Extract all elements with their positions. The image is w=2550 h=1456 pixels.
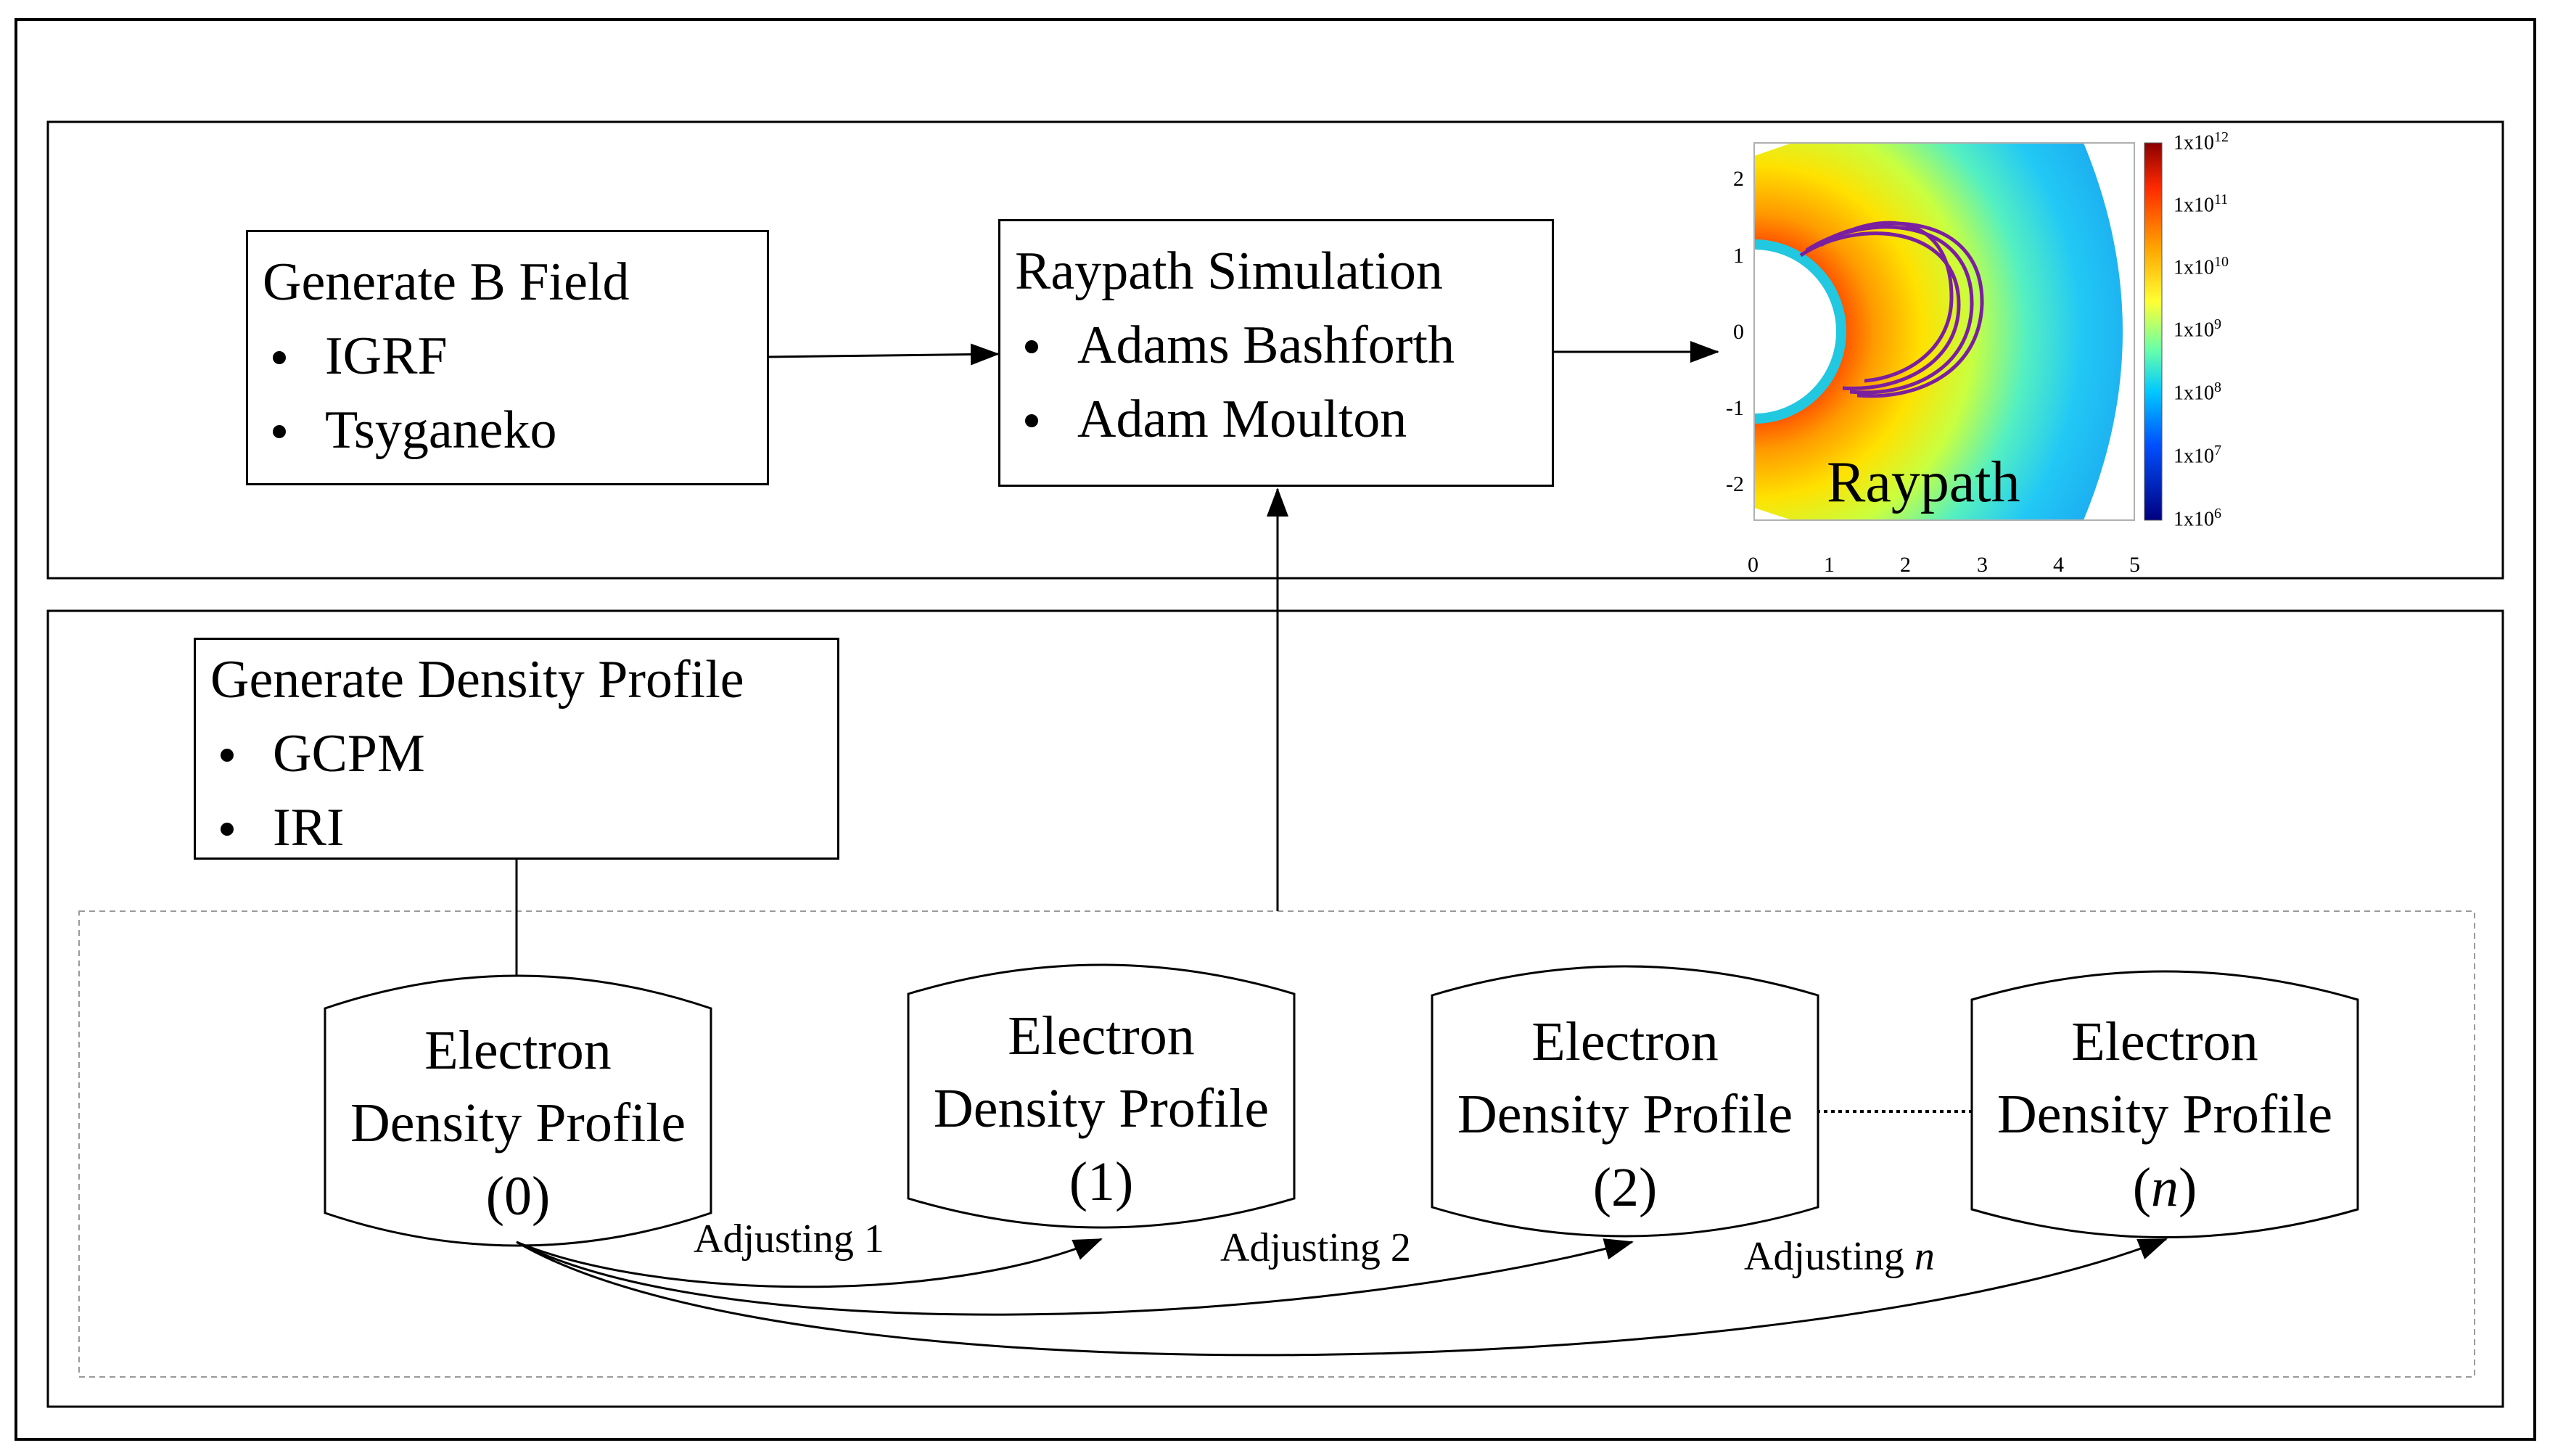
colorbar: [2144, 142, 2163, 521]
density-item-gcpm: GCPM: [210, 717, 837, 791]
profile-n-index-close: ): [2179, 1156, 2197, 1218]
cbar-tick-8-exp: 8: [2214, 379, 2221, 395]
y-tick-neg1: -1: [1726, 396, 1744, 420]
density-panel: [46, 609, 2504, 1408]
adjusting-2-text: Adjusting: [1220, 1225, 1381, 1270]
profile-0-index-close: ): [532, 1165, 551, 1227]
cbar-tick-8-base: 1x10: [2173, 382, 2214, 405]
adjusting-1-label: Adjusting 1: [694, 1216, 884, 1262]
cbar-tick-9-base: 1x10: [2173, 318, 2214, 342]
bfield-item-tsyganeko: Tsyganeko: [263, 393, 767, 467]
cylinder-profile-0: [324, 974, 712, 1247]
raypath-sim-item-adams-bashforth: Adams Bashforth: [1015, 308, 1552, 382]
profile-1-line2: Density Profile: [933, 1078, 1270, 1140]
x-tick-4: 4: [2053, 553, 2064, 577]
generate-b-field-box: Generate B Field IGRF Tsyganeko: [246, 230, 769, 485]
profile-0-label: Electron Density Profile (0): [325, 1014, 711, 1233]
raypath-simulation-box: Raypath Simulation Adams Bashforth Adam …: [998, 219, 1554, 487]
adjusting-n-num: n: [1914, 1234, 1935, 1279]
profile-0-index-value: 0: [504, 1165, 532, 1227]
profile-2-line2: Density Profile: [1457, 1084, 1793, 1146]
cbar-tick-8: 1x108: [2173, 379, 2221, 405]
profile-2-index-open: (: [1592, 1156, 1611, 1218]
cbar-tick-11: 1x1011: [2173, 192, 2228, 217]
curve-adjusting-2: [516, 1238, 1634, 1316]
profile-1-line1: Electron: [1008, 1005, 1195, 1066]
cbar-tick-12-exp: 12: [2214, 129, 2229, 145]
curve-adjusting-1: [516, 1238, 1103, 1288]
profile-0-index-open: (: [485, 1165, 504, 1227]
profile-n-label: Electron Density Profile (n): [1972, 1005, 2358, 1224]
cbar-tick-10-base: 1x10: [2173, 256, 2214, 279]
cylinder-profile-2: [1431, 965, 1819, 1238]
raypath-sim-item-adam-moulton: Adam Moulton: [1015, 382, 1552, 456]
arrow-bfield-to-raypath: [767, 343, 1000, 366]
profile-2-line1: Electron: [1531, 1011, 1719, 1072]
cbar-tick-11-exp: 11: [2214, 192, 2229, 207]
x-tick-0: 0: [1748, 553, 1759, 577]
profiles-group: [78, 910, 2475, 1378]
cbar-tick-6-exp: 6: [2214, 506, 2221, 522]
bfield-item-igrf: IGRF: [263, 319, 767, 393]
cbar-tick-7-exp: 7: [2214, 443, 2221, 458]
x-tick-5: 5: [2129, 553, 2140, 577]
profile-1-index-open: (: [1069, 1151, 1087, 1212]
y-tick-1: 1: [1733, 244, 1744, 268]
profile-1-label: Electron Density Profile (1): [908, 1000, 1294, 1218]
x-tick-2: 2: [1900, 553, 1911, 577]
density-item-iri: IRI: [210, 791, 837, 865]
y-tick-neg2: -2: [1726, 472, 1744, 496]
raypath-sim-title: Raypath Simulation: [1015, 242, 1443, 301]
adjusting-2-label: Adjusting 2: [1220, 1225, 1411, 1271]
ray-paths: [1799, 221, 1984, 398]
adjusting-n-text: Adjusting: [1744, 1234, 1904, 1279]
x-tick-1: 1: [1824, 553, 1835, 577]
profile-2-index-value: 2: [1611, 1156, 1639, 1218]
cbar-tick-6-base: 1x10: [2173, 508, 2214, 531]
cbar-tick-12: 1x1012: [2173, 129, 2229, 155]
profile-1-index: (1): [908, 1146, 1294, 1218]
raypath-plot: [1753, 142, 2163, 521]
cbar-tick-9-exp: 9: [2214, 316, 2221, 332]
profile-n-line2: Density Profile: [1996, 1084, 2333, 1146]
cbar-tick-9: 1x109: [2173, 316, 2221, 342]
outer-frame: [15, 18, 2536, 1441]
cbar-tick-7-base: 1x10: [2173, 445, 2214, 468]
simulation-panel: [46, 120, 2504, 580]
profile-1-index-close: ): [1115, 1151, 1134, 1212]
y-tick-2: 2: [1733, 167, 1744, 191]
y-tick-0: 0: [1733, 320, 1744, 344]
planet-disc: [1754, 239, 1846, 424]
cbar-tick-7: 1x107: [2173, 443, 2221, 468]
raypath-plot-label: Raypath: [1827, 451, 2020, 514]
profile-2-index-close: ): [1639, 1156, 1658, 1218]
x-tick-3: 3: [1977, 553, 1988, 577]
cbar-tick-11-base: 1x10: [2173, 194, 2214, 217]
cbar-tick-12-base: 1x10: [2173, 131, 2214, 155]
profile-n-index: (n): [1972, 1151, 2358, 1224]
profile-n-index-open: (: [2132, 1156, 2151, 1218]
profile-0-line2: Density Profile: [350, 1093, 686, 1154]
profile-n-index-value: n: [2151, 1156, 2179, 1218]
profile-n-line1: Electron: [2071, 1011, 2258, 1072]
profile-1-index-value: 1: [1087, 1151, 1115, 1212]
profile-2-label: Electron Density Profile (2): [1432, 1005, 1818, 1224]
generate-density-profile-box: Generate Density Profile GCPM IRI: [194, 638, 839, 860]
cylinder-profile-n: [1970, 970, 2359, 1238]
profile-0-index: (0): [325, 1160, 711, 1233]
bfield-title: Generate B Field: [263, 252, 630, 312]
cylinder-profile-1: [907, 963, 1296, 1229]
adjusting-n-label: Adjusting n: [1744, 1233, 1935, 1280]
curve-adjusting-n: [516, 1238, 2168, 1357]
adjusting-2-num: 2: [1390, 1225, 1411, 1270]
cbar-tick-6: 1x106: [2173, 506, 2221, 531]
adjusting-1-text: Adjusting: [694, 1217, 854, 1262]
cbar-tick-10: 1x1010: [2173, 254, 2229, 279]
profile-2-index: (2): [1432, 1151, 1818, 1224]
adjusting-1-num: 1: [863, 1217, 884, 1262]
density-title: Generate Density Profile: [210, 650, 744, 710]
profile-0-line1: Electron: [424, 1020, 612, 1081]
cbar-tick-10-exp: 10: [2214, 254, 2229, 270]
